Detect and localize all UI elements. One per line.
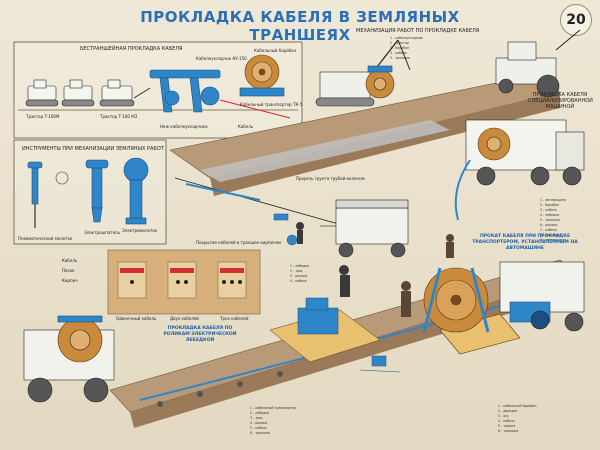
- ploughing-label-3: Кабелеукладчик КУ-150: [196, 56, 247, 61]
- winch-platform: [269, 297, 381, 363]
- mechanized-title: МЕХАНИЗАЦИЯ РАБОТ ПО ПРОКЛАДКЕ КАБЕЛЯ: [356, 28, 480, 34]
- tools-label-1: Пневматический молоток: [18, 236, 73, 241]
- covering-sublabel-1: Кабель: [62, 258, 78, 263]
- ploughing-label-2: Трактор Т-100 МЗ: [100, 114, 138, 119]
- cross-label-2: Двух кабелей: [170, 316, 199, 321]
- tractor-top-right: [495, 29, 581, 98]
- worker-winch: [339, 265, 350, 297]
- sheet-number: 20: [560, 4, 592, 36]
- worker-left: [296, 222, 304, 244]
- trench-upper: [169, 77, 562, 231]
- transporter-title: ПРОКАТ КАБЕЛЯ ПРИ ПРОКЛАДКЕ ТРАНСПОРТЕРО…: [472, 234, 578, 251]
- ploughing-label-4: Кабельный барабан: [254, 48, 297, 53]
- cable-drum-ploughing: [239, 54, 285, 97]
- tractor-1: [25, 79, 59, 107]
- tools-label-3: Электромолоток: [122, 228, 158, 233]
- pump-unit: [273, 213, 298, 246]
- tools-title: ИНСТРУМЕНТЫ ПРИ МЕХАНИЗАЦИИ ЗЕМЛЯНЫХ РАБ…: [22, 146, 164, 152]
- worker-middle: [446, 234, 454, 258]
- special-vehicle-title: ПРОКЛАДКА КАБЕЛЯ СПЕЦИАЛИЗИРОВАННОЙ МАШИ…: [528, 92, 593, 110]
- cross-label-3: Трех кабелей: [220, 316, 249, 321]
- poster-title: ПРОКЛАДКА КАБЕЛЯ В ЗЕМЛЯНЫХ ТРАНШЕЯХ: [140, 8, 460, 44]
- compressor: [320, 199, 409, 258]
- cable-plough: [149, 69, 221, 113]
- bottom-right-legend: 1 - кабельный барабан 2 - домкрат 3 - ос…: [498, 404, 537, 433]
- trench-label: Прорезь грунта трубой-коленом: [296, 176, 365, 181]
- worker-drum: [401, 281, 411, 317]
- bottom-legend: 1 - кабельный транспортер 2 - лебедка 3 …: [250, 406, 297, 435]
- ploughing-label-1: Трактор Т-100М: [26, 114, 60, 119]
- cable-truck: [465, 119, 585, 186]
- tools-label-2: Электрошпатель: [84, 230, 120, 235]
- excavator-top: [315, 39, 411, 107]
- tractor-3: [99, 79, 135, 107]
- tractor-2: [61, 79, 95, 107]
- winch-legend: 1 - лебедка 2 - трос 3 - ролики 4 - кабе…: [290, 264, 310, 283]
- cross-sections: [107, 249, 261, 315]
- covering-label: Покрытие кабелей в траншее кирпичом: [196, 240, 281, 245]
- mechanized-legend: 1 - кабелеукладчик 2 - трактор 3 - бараб…: [390, 36, 423, 60]
- electric-hammer: [123, 157, 149, 225]
- ploughing-label-5: Кабельный транспортер ТК-5: [240, 102, 303, 107]
- left-drum-truck: [23, 315, 115, 403]
- rollers-title: ПРОКЛАДКА КАБЕЛЯ ПО РОЛИКАМ ЭЛЕКТРИЧЕСКО…: [163, 326, 237, 343]
- pneumatic-hammer: [27, 161, 43, 228]
- drum-on-jacks: [422, 267, 521, 355]
- ploughing-label-6: Нож кабелеукладчика: [160, 124, 208, 129]
- covering-sublabel-2: Песок: [62, 268, 75, 273]
- cross-label-1: Одиночный кабель: [116, 316, 157, 321]
- roller-unit: [359, 355, 401, 373]
- electric-spade: [85, 159, 109, 223]
- ploughing-title: БЕСТРАНШЕЙНАЯ ПРОКЛАДКА КАБЕЛЯ: [80, 46, 183, 52]
- transporter-truck: [499, 261, 585, 332]
- covering-sublabel-3: Кирпич: [62, 278, 78, 283]
- ploughing-label-7: Кабель: [238, 124, 254, 129]
- vehicle-legend: 1 - автомашина 2 - барабан 3 - кабель 4 …: [540, 198, 567, 242]
